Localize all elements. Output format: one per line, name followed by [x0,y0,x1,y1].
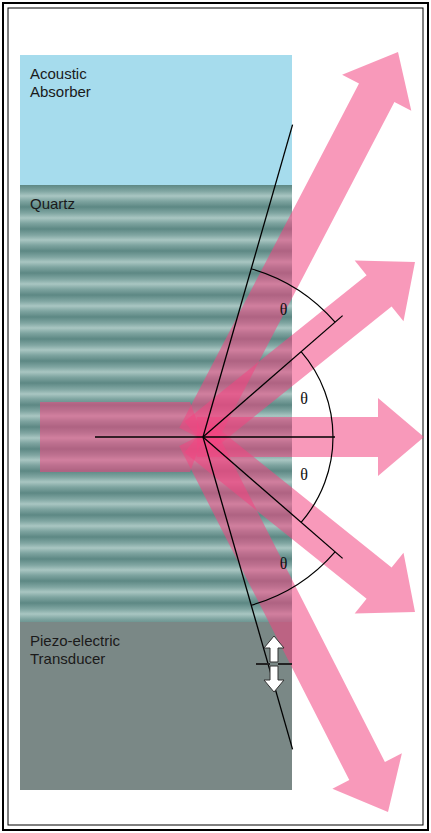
transducer-block: Piezo-electric Transducer [20,622,292,790]
block-label: Piezo-electric Transducer [30,632,142,668]
angle-symbol: θ [300,467,308,483]
angle-line [203,437,293,749]
block-label: Quartz [30,195,180,213]
angle-line [203,437,343,558]
block-label: Acoustic Absorber [30,65,120,101]
vibration-symbol [256,636,292,692]
angle-arc [251,552,335,605]
angle-arc [301,352,333,437]
angle-arc [251,269,335,322]
angle-symbol: θ [300,391,308,407]
angle-line [203,316,343,437]
angle-line [203,125,293,437]
absorber-block: Acoustic Absorber [20,55,292,185]
diffracted-beam [179,428,402,812]
angle-symbol: θ [280,302,288,318]
angle-arc [301,437,333,522]
angle-line [95,436,335,437]
angle-symbol: θ [280,556,288,572]
diffracted-beam [179,52,411,446]
